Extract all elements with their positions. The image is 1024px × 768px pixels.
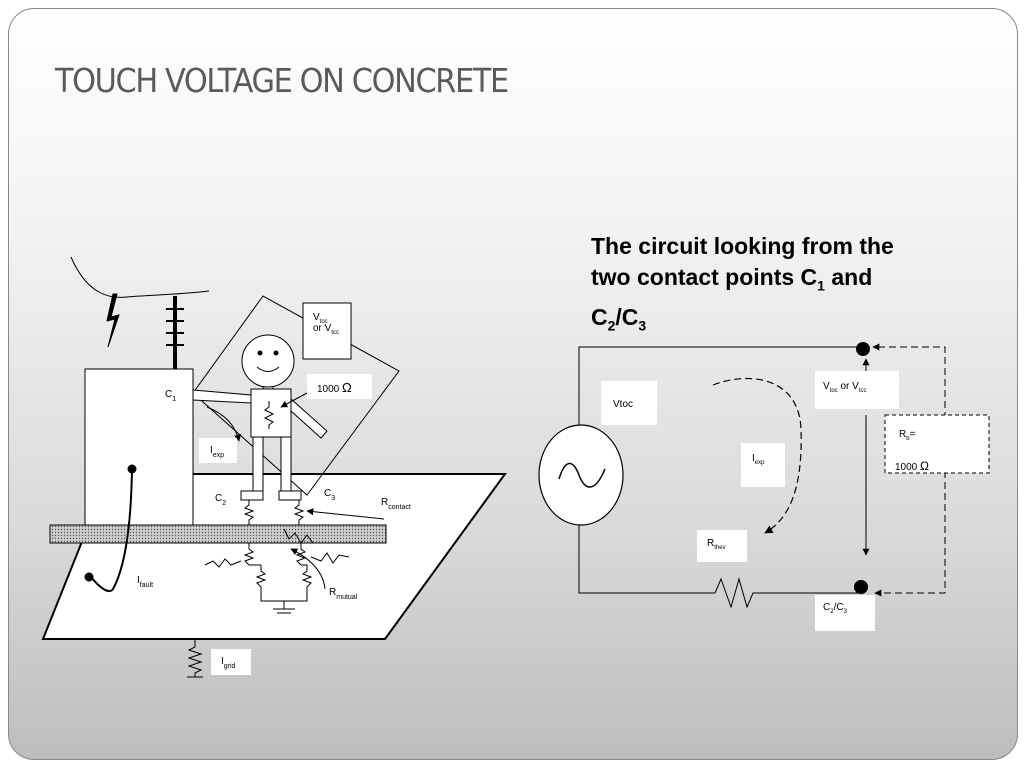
c2-c3-label: C2/C3 (823, 602, 848, 615)
body-resistance-label-box: 1000 Ω (307, 374, 372, 399)
rb-label-box: Rb= 1000 Ω (884, 414, 990, 474)
vtoc-label: Vtoc (313, 312, 328, 325)
body-resistor-icon (263, 401, 275, 429)
fault-current-wire (90, 468, 133, 593)
node-c1 (856, 342, 870, 356)
circuit-wire-top (578, 346, 863, 437)
rb-value-label: 1000 Ω (895, 459, 929, 473)
concrete-slab (49, 524, 387, 544)
slide-title: TOUCH VOLTAGE ON CONCRETE (55, 61, 509, 100)
person-left-arm (192, 389, 252, 404)
ac-source-icon (538, 424, 624, 526)
lightning-icon (106, 293, 120, 348)
caption-line-1: The circuit looking from the (591, 233, 894, 259)
caption-line-2: two contact points C1 and (591, 264, 873, 294)
equipment-enclosure (84, 368, 194, 528)
c3-label: C3 (324, 488, 335, 502)
mutual-resistance-network (204, 528, 350, 614)
person-head (241, 334, 295, 388)
circuit-caption: The circuit looking from the two contact… (591, 231, 951, 341)
touch-plane (192, 295, 400, 496)
person-figure (192, 334, 328, 501)
rthev-label: Rthev (707, 538, 726, 551)
ifault-label: Ifault (137, 575, 153, 589)
iexp-right-label-box: Iexp (741, 443, 785, 487)
igrid-label: Igrid (221, 656, 236, 670)
body-resistance-label: 1000 Ω (317, 380, 352, 395)
touch-voltage-scene (41, 256, 507, 678)
vtoc-box: Vtoc or Vtcc (302, 302, 352, 360)
node-c2-c3 (854, 580, 868, 594)
vtoc-or-vtcc-label-box: Vtoc or Vtcc (815, 371, 899, 409)
grid-resistor-icon (187, 639, 203, 678)
person-left-foot (240, 490, 264, 501)
vtoc-or-vtcc-label: Vtoc or Vtcc (823, 381, 866, 394)
igrid-label-box: Igrid (211, 649, 251, 675)
vtoc-source-label: Vtoc (613, 399, 633, 410)
mutual-resistance-arrow (290, 548, 326, 590)
rb-dashed-loop (872, 343, 946, 419)
iexp-left-label: Iexp (210, 445, 224, 459)
sine-wave-icon (558, 462, 606, 488)
rthev-label-box: Rthev (697, 530, 747, 562)
c2-label: C2 (215, 493, 226, 507)
iexp-dashed-path (712, 378, 802, 534)
rcontact-label: Rcontact (381, 497, 411, 511)
circuit-wire-bottom (578, 521, 861, 609)
vtcc-label: or Vtcc (313, 323, 339, 336)
slide: TOUCH VOLTAGE ON CONCRETE The circuit lo… (8, 8, 1018, 760)
diagram-canvas: C1 C2 C3 Vtoc or Vtcc 1000 Ω Iexp Rconta… (41, 256, 990, 678)
rmutual-label: Rmutual (329, 587, 358, 601)
caption-line-3: C2/C3 (591, 303, 647, 334)
iexp-left-label-box: Iexp (199, 438, 237, 463)
rb-label: Rb= (899, 429, 916, 442)
body-resistance-arrow (280, 392, 308, 408)
contact-resistance-arrow (306, 508, 385, 520)
contact-resistor-c2-icon (243, 500, 255, 525)
exposure-current-arrow (206, 406, 241, 442)
vtoc-source-label-box: Vtoc (601, 381, 657, 425)
person-right-arm (290, 397, 328, 439)
person-right-leg (280, 436, 292, 492)
insulator-icon (166, 296, 184, 369)
rb-dashed-return (874, 471, 946, 597)
iexp-right-label: Iexp (752, 453, 765, 466)
c1-label: C1 (165, 389, 176, 403)
overhead-wire (70, 256, 210, 298)
person-torso (250, 388, 292, 438)
c2-c3-label-box: C2/C3 (815, 595, 875, 631)
person-left-leg (252, 436, 264, 492)
person-right-foot (278, 490, 302, 501)
contact-resistor-c3-icon (293, 500, 305, 525)
equivalent-circuit (538, 343, 946, 609)
